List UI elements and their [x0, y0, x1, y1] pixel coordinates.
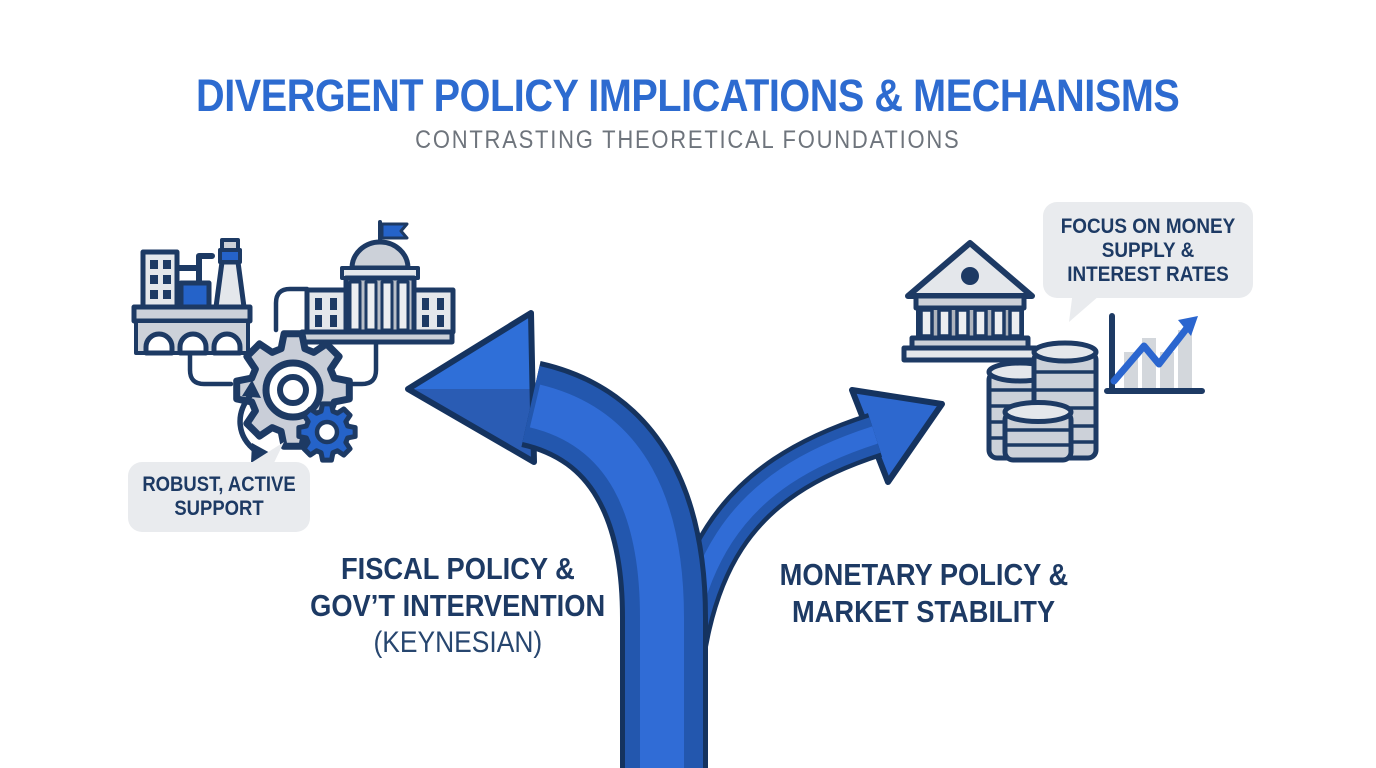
factory-windows — [150, 260, 171, 299]
government-building-icon — [299, 220, 456, 345]
page-subtitle: CONTRASTING THEORETICAL FOUNDATIONS — [415, 126, 961, 154]
chart-trend-line — [1110, 324, 1191, 385]
bank-icon — [901, 240, 1039, 363]
connector-lines — [187, 286, 379, 387]
wing-windows — [315, 298, 444, 327]
gears-icon — [233, 330, 358, 463]
left-arrowhead — [405, 310, 537, 465]
left-callout-bubble: ROBUST, ACTIVE SUPPORT — [128, 442, 310, 532]
fiscal-label-line1: FISCAL POLICY & — [341, 551, 575, 586]
coin-stacks-icon — [986, 340, 1099, 463]
left-fork-arrow — [405, 310, 708, 768]
factory-icon — [131, 238, 253, 356]
right-callout-bubble: FOCUS ON MONEY SUPPLY & INTEREST RATES — [1043, 202, 1253, 322]
left-callout-text: ROBUST, ACTIVE SUPPORT — [142, 473, 296, 520]
monetary-path-label: MONETARY POLICY & MARKET STABILITY — [754, 556, 1094, 630]
chart-trend-arrowhead — [1178, 316, 1198, 336]
monetary-label-line2: MARKET STABILITY — [792, 594, 1056, 629]
monetarist-icon-cluster — [901, 240, 1205, 463]
flag — [380, 222, 409, 240]
bridge-deck — [131, 304, 253, 324]
keynesian-icon-cluster — [131, 220, 456, 463]
growth-chart-icon — [1104, 313, 1205, 394]
coin-stack-front — [1002, 400, 1074, 463]
small-gear — [296, 401, 358, 463]
right-callout-text: FOCUS ON MONEY SUPPLY & INTEREST RATES — [1060, 213, 1236, 287]
factory-blue-unit — [178, 280, 212, 310]
monetary-label-line1: MONETARY POLICY & — [779, 557, 1069, 592]
page-title: DIVERGENT POLICY IMPLICATIONS & MECHANIS… — [196, 70, 1180, 121]
factory-pipes — [175, 253, 215, 287]
dome — [349, 239, 411, 271]
fiscal-path-label: FISCAL POLICY & GOV’T INTERVENTION (KEYN… — [288, 550, 628, 661]
bank-columns — [919, 308, 1023, 338]
smokestack — [213, 259, 247, 310]
fiscal-label-line2: GOV’T INTERVENTION — [310, 588, 606, 623]
cycle-arrow-icon — [237, 380, 272, 463]
fiscal-label-line3: (KEYNESIAN) — [373, 626, 543, 659]
